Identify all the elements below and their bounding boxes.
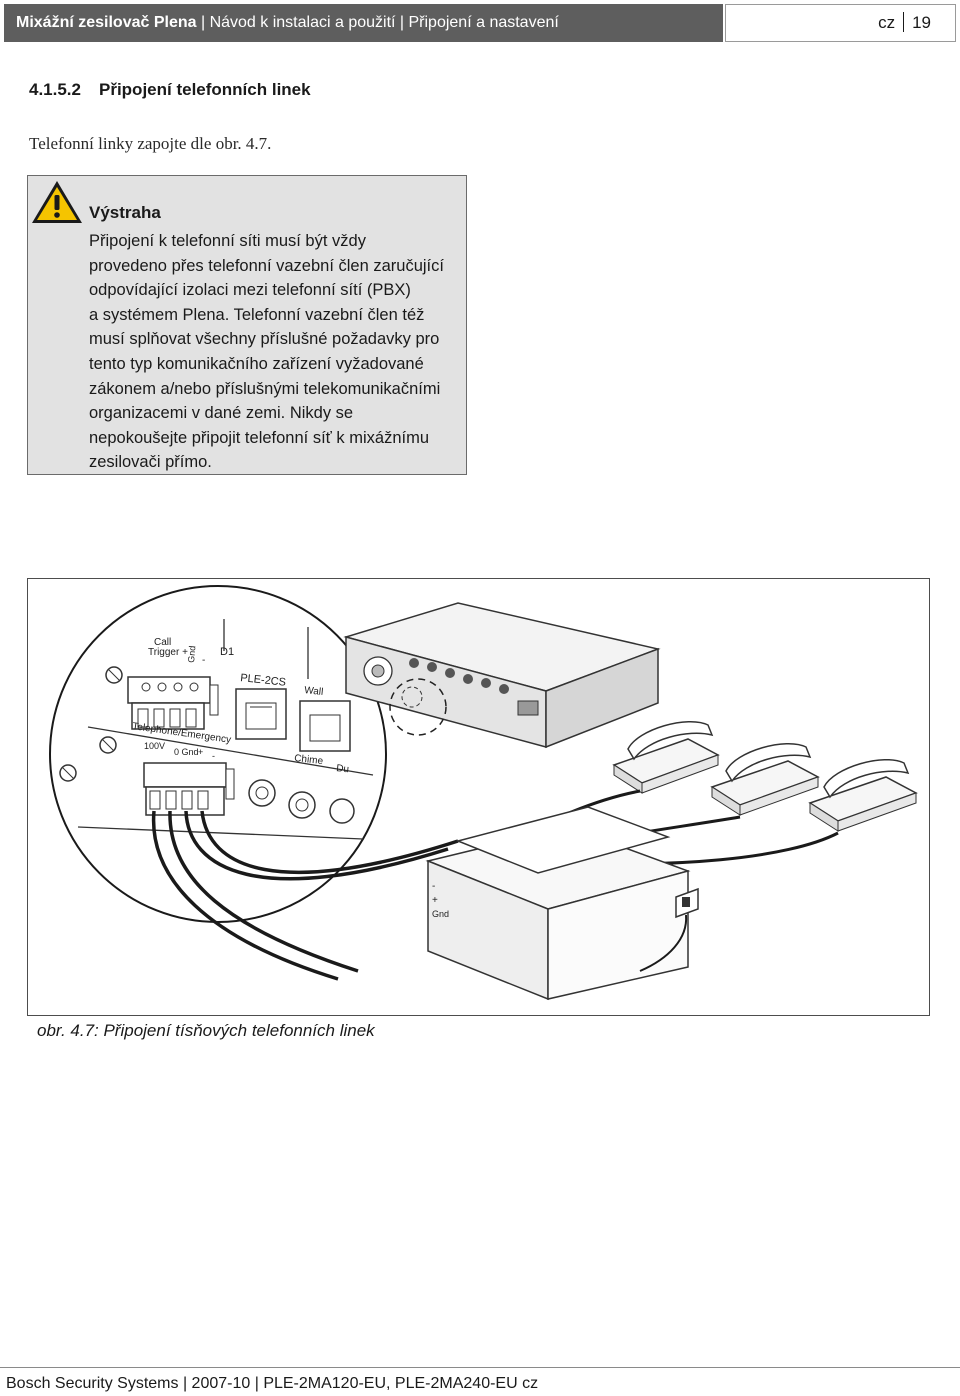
telephone-3 <box>808 758 918 832</box>
label-0-gnd: 0 Gnd <box>174 747 199 757</box>
intro-paragraph: Telefonní linky zapojte dle obr. 4.7. <box>29 134 272 153</box>
label-d1: D1 <box>220 646 234 658</box>
page-footer: Bosch Security Systems | 2007-10 | PLE-2… <box>6 1375 539 1392</box>
screw-icon <box>105 666 123 684</box>
header-subtitle: | Návod k instalaci a použití | Připojen… <box>196 14 559 31</box>
rca-jack <box>248 779 276 807</box>
warning-line: organizacemi v dané zemi. Nikdy se <box>89 404 354 423</box>
separator <box>903 12 905 32</box>
label-minus: - <box>212 751 215 761</box>
wall-port <box>299 700 351 752</box>
label-call: Call <box>154 637 171 648</box>
section-number: 4.1.5.2 <box>29 80 81 99</box>
telephone-2 <box>710 742 820 816</box>
label-psu-minus: - <box>432 881 435 892</box>
warning-line: zákonem a/nebo příslušnými telekomunikač… <box>89 379 441 398</box>
label-psu-gnd: Gnd <box>432 909 449 919</box>
screw-icon <box>59 764 77 782</box>
label-minus-top: - <box>202 655 205 666</box>
warning-line: provedeno přes telefonní vazební člen za… <box>89 256 444 275</box>
warning-triangle-icon <box>29 177 85 227</box>
page-number: 19 <box>912 13 931 32</box>
language-code: cz <box>878 13 896 32</box>
rca-jack <box>288 791 316 819</box>
label-plus: + <box>198 747 203 757</box>
label-gnd-top: Gnd <box>186 645 197 663</box>
footer-rule <box>0 1367 960 1368</box>
label-du: Du <box>336 763 350 775</box>
telephone-terminal <box>143 762 235 816</box>
label-ple2cs: PLE-2CS <box>240 672 287 689</box>
label-100v: 100V <box>144 741 165 751</box>
header-page-box: cz 19 <box>725 4 956 42</box>
rca-jack <box>329 798 355 824</box>
warning-line: a systémem Plena. Telefonní vazební člen… <box>89 305 425 324</box>
ple2cs-port <box>235 688 287 740</box>
warning-line: zesilovači přímo. <box>89 453 212 472</box>
rear-panel-detail: Call Trigger + Gnd - D1 PLE-2CS Wall Tel… <box>49 585 387 923</box>
figure-caption: obr. 4.7: Připojení tísňových telefonníc… <box>37 1021 375 1040</box>
section-title: Připojení telefonních linek <box>99 80 311 99</box>
warning-line: Připojení k telefonní síti musí být vždy <box>89 232 366 250</box>
page-reference: cz 19 <box>878 5 931 41</box>
power-box: - + Gnd <box>425 806 691 1001</box>
label-psu-plus: + <box>432 895 438 906</box>
warning-line: tento typ komunikačního zařízení vyžadov… <box>89 354 424 373</box>
wall-socket <box>639 887 699 972</box>
section-heading: 4.1.5.2 Připojení telefonních linek <box>29 80 311 100</box>
label-wall: Wall <box>304 685 324 698</box>
connection-figure: Call Trigger + Gnd - D1 PLE-2CS Wall Tel… <box>27 578 930 1016</box>
header-product: Mixážní zesilovač Plena <box>16 14 197 31</box>
warning-line: nepokoušejte připojit telefonní síť k mi… <box>89 428 430 447</box>
warning-box: Výstraha Připojení k telefonní síti musí… <box>27 175 467 475</box>
label-trigger: Trigger + <box>148 647 188 658</box>
amplifier-unit <box>343 602 661 749</box>
call-trigger-terminal <box>127 676 219 730</box>
page-header: Mixážní zesilovač Plena | Návod k instal… <box>4 4 956 42</box>
warning-line: odpovídající izolaci mezi telefonní sítí… <box>89 281 411 300</box>
header-title: Mixážní zesilovač Plena | Návod k instal… <box>4 4 723 42</box>
wiring-illustration: Call Trigger + Gnd - D1 PLE-2CS Wall Tel… <box>49 585 918 1001</box>
warning-title: Výstraha <box>89 203 161 222</box>
warning-text: Připojení k telefonní síti musí být vždy… <box>89 229 461 475</box>
telephone-1 <box>612 720 720 794</box>
screw-icon <box>99 736 117 754</box>
telephone-cables <box>151 810 459 981</box>
warning-line: musí splňovat všechny příslušné požadavk… <box>89 330 440 349</box>
label-chime: Chime <box>294 753 324 767</box>
